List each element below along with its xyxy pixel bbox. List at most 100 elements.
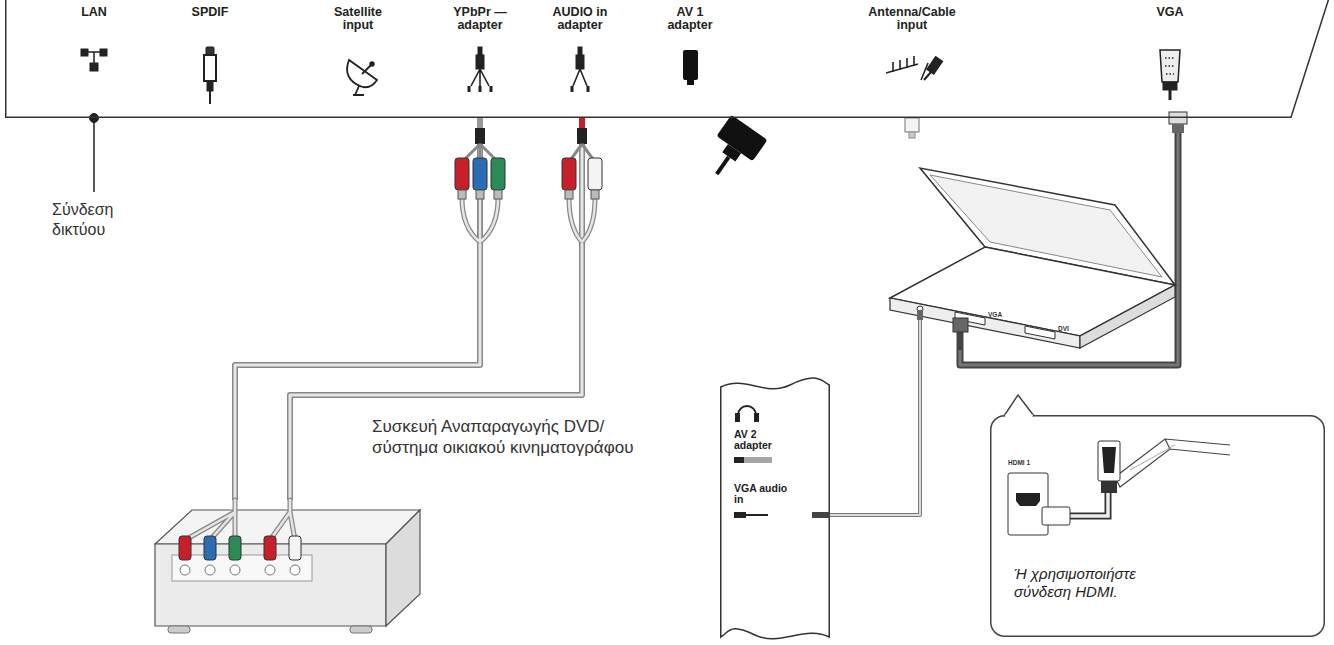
antenna-icon xyxy=(886,56,942,80)
side-panel-drawing xyxy=(720,375,830,643)
spdif-icon-part xyxy=(206,47,214,55)
ypbpr-plug-set-part xyxy=(455,158,469,190)
dvd-player-drawing-part-part xyxy=(185,500,295,540)
av1-icon-part xyxy=(687,80,694,85)
port-label: HDMI 1 xyxy=(1008,460,1048,467)
ypbpr-plug-set-part xyxy=(462,198,498,242)
side-panel-drawing-part xyxy=(744,458,772,462)
laptop-drawing-part xyxy=(917,310,923,320)
dvd-player-drawing xyxy=(150,500,425,640)
satellite-icon-part xyxy=(362,65,371,74)
ypbpr-plug-set-part xyxy=(462,198,498,242)
audio-plug-set-part xyxy=(565,190,573,199)
port-label: VGA audio in xyxy=(734,483,796,505)
port-label: Satellite input xyxy=(323,6,393,32)
scart-plug-part xyxy=(717,157,729,174)
hdmi-callout: HDMI 1 Ή χρησιμοποιήστε σύνδεση HDMI. xyxy=(990,415,1325,637)
callout-bubble-part xyxy=(1008,473,1048,535)
scart-plug-part xyxy=(717,115,768,162)
ypbpr-plug-set-part xyxy=(494,190,502,199)
audio-plug-set-part xyxy=(562,158,576,190)
satellite-icon-part xyxy=(347,60,377,87)
side-panel-drawing-part xyxy=(734,512,746,518)
audio-plug-set xyxy=(562,118,602,242)
port-label: LAN xyxy=(69,6,119,19)
laptop: VGA DVI xyxy=(850,160,1180,350)
callout-note: Ή χρησιμοποιήστε σύνδεση HDMI. xyxy=(1014,565,1179,601)
callout-bubble-part xyxy=(1101,481,1117,493)
ypbpr-plug-set-part xyxy=(475,128,485,144)
lan-icon xyxy=(81,49,107,192)
scart-plug xyxy=(699,115,768,187)
port-label: VGA xyxy=(988,312,1012,319)
dvd-player-drawing-part xyxy=(386,510,420,626)
lan-icon-part xyxy=(81,49,88,56)
antenna-icon-part xyxy=(924,72,931,80)
cable-connector-part xyxy=(830,350,920,515)
audio-in-icon-part xyxy=(578,47,582,55)
callout-bubble-part xyxy=(1115,439,1230,487)
port-label: YPbPr — adapter xyxy=(444,6,516,32)
dvd-player-drawing-part-part xyxy=(205,565,215,575)
vga-icon-part xyxy=(1165,58,1175,74)
audio-in-icon xyxy=(572,47,588,92)
callout-bubble-part xyxy=(1070,493,1108,516)
audio-plug-set-part xyxy=(591,190,599,199)
laptop-drawing-part xyxy=(957,330,964,350)
callout-bubble-part xyxy=(1102,447,1116,473)
ypbpr-plug-set xyxy=(455,118,505,242)
antenna-plug xyxy=(905,118,919,138)
lan-icon-part xyxy=(100,49,107,56)
side-panel-drawing-part xyxy=(734,457,744,463)
antenna-icon-part xyxy=(927,57,942,74)
callout-bubble-part xyxy=(1130,445,1175,470)
port-label: AUDIO in adapter xyxy=(544,6,616,32)
audio-plug-set-part xyxy=(588,158,602,190)
dvd-player-drawing-part xyxy=(179,536,191,560)
dvd-player-drawing-part xyxy=(185,500,295,540)
cable-connector xyxy=(830,350,920,515)
callout-bubble-part xyxy=(1004,395,1034,416)
ypbpr-icon-part xyxy=(469,86,491,92)
audio-plug-set-part xyxy=(569,198,595,242)
lan-icon-part xyxy=(93,118,95,192)
audio-plug-set-part xyxy=(579,118,585,128)
satellite-icon-part xyxy=(353,86,364,95)
callout-bubble-part xyxy=(991,416,1325,637)
dvd-player-drawing-part-part xyxy=(230,565,240,575)
dvd-player-drawing-part xyxy=(229,536,241,560)
audio-plug-set-part xyxy=(577,128,587,144)
network-label: Σύνδεση δικτύου xyxy=(52,200,132,240)
port-label: DVI xyxy=(1058,326,1082,333)
callout-bubble-part xyxy=(1098,441,1120,481)
ypbpr-plug-set-part xyxy=(477,118,483,128)
tv-back-panel: LANSPDIFSatellite inputYPbPr — adapterAU… xyxy=(5,0,1330,118)
dvd-player: Συσκευή Αναπαραγωγής DVD/ σύστημα οικιακ… xyxy=(150,500,425,640)
antenna-plug-part xyxy=(909,132,915,138)
audio-in-icon-part xyxy=(573,69,587,86)
spdif-icon-part xyxy=(204,55,216,81)
audio-in-icon-part xyxy=(572,86,588,92)
dvd-player-drawing-part xyxy=(289,536,301,560)
laptop-drawing-part xyxy=(1080,285,1175,348)
port-label: Antenna/Cable input xyxy=(852,6,972,32)
ypbpr-plug-set-part xyxy=(458,190,466,199)
port-label: AV 2 adapter xyxy=(734,429,796,451)
satellite-icon-part xyxy=(370,62,374,66)
antenna-plug-part xyxy=(905,118,919,132)
callout-bubble-part xyxy=(1070,493,1108,516)
port-label: AV 1 adapter xyxy=(660,6,720,32)
side-panel-drawing-part xyxy=(721,378,830,639)
av1-icon xyxy=(683,50,698,85)
dvd-player-drawing-part-part xyxy=(185,500,295,540)
audio-plug-set-part xyxy=(569,198,595,242)
side-panel-drawing-part xyxy=(754,413,759,422)
av1-icon-part xyxy=(683,50,698,80)
lan-icon-part xyxy=(90,63,98,71)
callout-bubble xyxy=(990,415,1325,637)
laptop-drawing-part xyxy=(1025,326,1055,339)
ypbpr-icon-part xyxy=(471,69,489,86)
ypbpr-plug-set-part xyxy=(473,158,487,190)
callout-bubble-part xyxy=(1006,414,1033,417)
dvd-player-drawing-part-part xyxy=(180,565,190,575)
